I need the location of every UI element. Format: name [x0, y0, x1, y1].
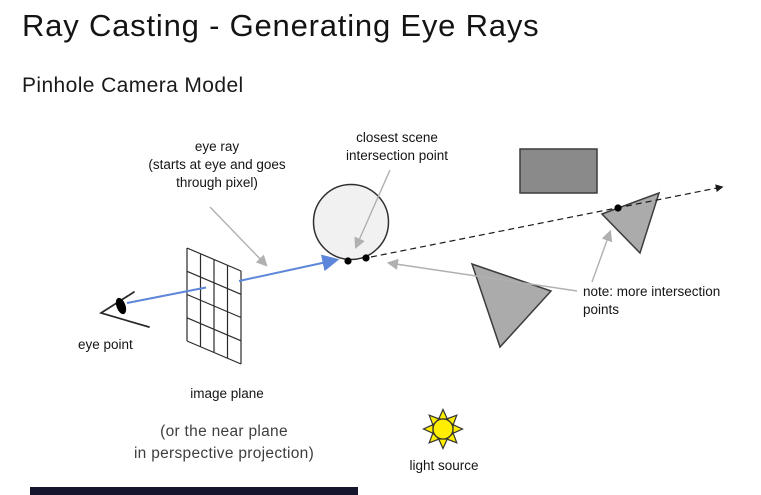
- scene-rectangle: [519, 148, 598, 194]
- eye-point-label: eye point: [78, 337, 133, 352]
- sun-icon: [422, 408, 464, 450]
- closest-point-label-arrow: [354, 169, 391, 250]
- note-label-line1: note: more intersection: [583, 284, 720, 299]
- scene-triangle-small: [600, 191, 661, 255]
- near-plane-caption-line2: in perspective projection): [134, 445, 314, 462]
- eye-ray-line-arrow: [238, 254, 340, 282]
- closest-point-label-line1: closest scene: [356, 130, 438, 145]
- light-source-label: light source: [409, 458, 478, 473]
- eye-ray-line: [126, 286, 207, 304]
- closest-point-label-line2: intersection point: [346, 148, 448, 163]
- intersection-point-dot-3: [614, 204, 622, 212]
- eye-ray-label-arrow: [209, 206, 268, 267]
- image-plane-label: image plane: [190, 386, 264, 401]
- near-plane-caption-line1: (or the near plane: [160, 423, 288, 440]
- intersection-point-dot-1: [344, 257, 352, 265]
- page-title: Ray Casting - Generating Eye Rays: [22, 8, 540, 43]
- note-label-line2: points: [583, 302, 619, 317]
- eye-ray-label-line1: eye ray: [195, 139, 240, 154]
- note-up-label-arrow: [591, 229, 613, 283]
- eye-ray-label-line2: (starts at eye and goes: [148, 157, 286, 172]
- continuation-ray-dashed: [370, 184, 724, 258]
- slide-subtitle: Pinhole Camera Model: [22, 74, 244, 97]
- footer-bar: [30, 487, 358, 495]
- scene-sphere: [312, 183, 390, 261]
- eye-ray-label-line3: through pixel): [176, 175, 258, 190]
- intersection-point-dot-2: [362, 254, 370, 262]
- note-left-label-arrow: [386, 258, 578, 292]
- eye-icon: [98, 291, 150, 328]
- image-plane-grid: [186, 247, 242, 365]
